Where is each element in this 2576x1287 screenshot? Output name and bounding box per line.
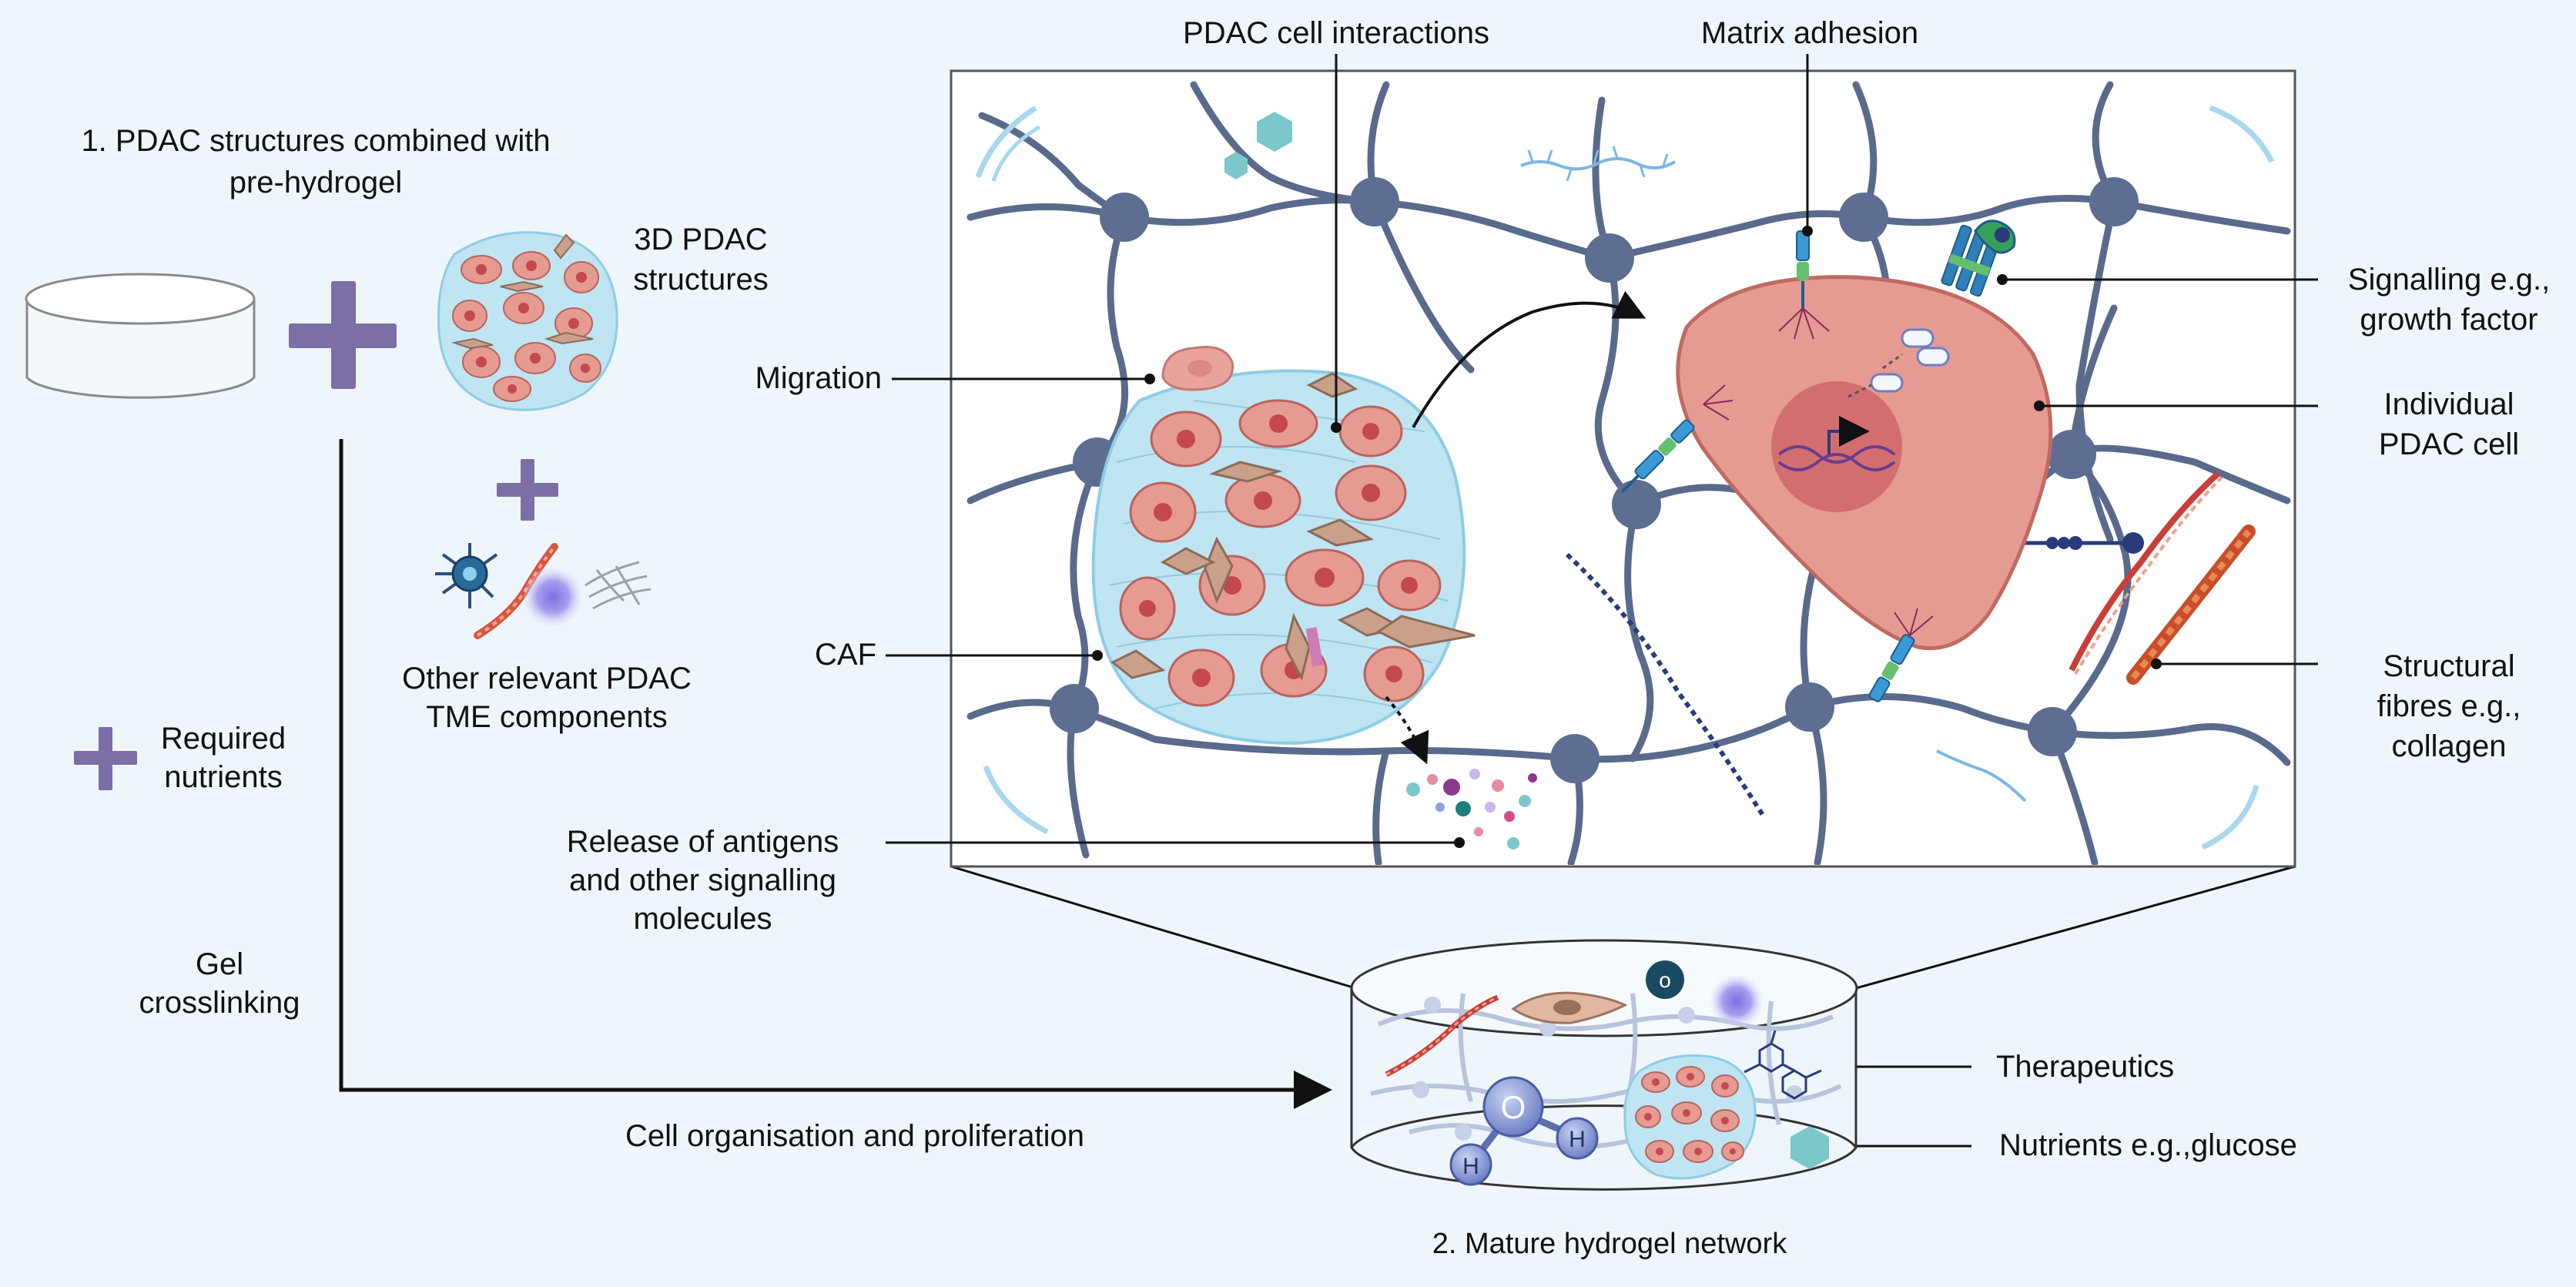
individual-cell-label-line2: PDAC cell (2378, 427, 2520, 461)
dissemination-arrow (1412, 290, 1646, 428)
migration-label: Migration (755, 361, 882, 395)
nutrients-label-line1: Required (160, 722, 286, 756)
organisation-label: Cell organisation and proliferation (625, 1119, 1084, 1153)
step1-title-line2: pre-hydrogel (229, 166, 403, 199)
hydrogel-zoom-panel (950, 69, 2296, 868)
step1-title-line1: 1. PDAC structures combined with (81, 124, 551, 158)
release-label-line1: Release of antigens (566, 825, 839, 859)
signalling-label-line1: Signalling e.g., (2347, 263, 2551, 297)
plus-icon-small (497, 459, 558, 521)
tme-label-line2: TME components (426, 700, 668, 734)
hydrogen-glyph-left: H (1462, 1154, 1479, 1179)
leader-lines (886, 54, 2318, 1148)
gel-label-line1: Gel (195, 947, 244, 981)
individual-pdac-cell (1676, 275, 2053, 651)
matrix-adhesion-label: Matrix adhesion (1700, 16, 1919, 50)
mature-hydrogel-label: 2. Mature hydrogel network (1432, 1228, 1787, 1260)
therapeutics-label: Therapeutics (1996, 1050, 2175, 1084)
plus-icon-large (289, 281, 397, 389)
crosslinking-arrow (339, 439, 1332, 1109)
oxygen-small-glyph: o (1659, 968, 1671, 992)
signalling-label-line2: growth factor (2360, 303, 2538, 337)
nutrients-label-line2: nutrients (164, 760, 283, 794)
fibres-label-line3: collagen (2391, 729, 2507, 763)
fibres-label-line1: Structural (2383, 649, 2515, 683)
migrating-cell (1161, 346, 1234, 391)
integrin-receptors (1620, 220, 2016, 702)
structures-label-line2: structures (633, 263, 769, 297)
pre-hydrogel-dish (25, 273, 256, 399)
hydrogen-glyph-right: H (1569, 1127, 1586, 1152)
individual-cell-label-line1: Individual (2383, 387, 2514, 421)
zoom-line-left (950, 865, 1356, 990)
hexagon-molecules (1224, 112, 1292, 179)
gel-label-line2: crosslinking (139, 986, 300, 1020)
pdac-spheroid-zoom (1091, 369, 1476, 746)
tme-label-line1: Other relevant PDAC (402, 662, 692, 695)
tme-components-icon (435, 543, 652, 639)
oxygen-glyph: O (1501, 1089, 1526, 1125)
zoom-line-right (1855, 865, 2296, 990)
released-molecules (1406, 769, 1537, 850)
mature-hydrogel-cylinder: o O H H (1350, 939, 1858, 1191)
release-label-line3: molecules (633, 902, 772, 936)
release-label-line2: and other signalling (569, 863, 836, 897)
collagen-fibres (2069, 471, 2256, 685)
caf-label: CAF (815, 638, 876, 672)
plus-icon-nutrients (74, 727, 137, 790)
fibres-label-line2: fibres e.g., (2377, 689, 2521, 723)
structures-label-line1: 3D PDAC (634, 223, 768, 256)
pdac-spheroid-icon (437, 231, 618, 411)
pdac-interactions-label: PDAC cell interactions (1183, 16, 1489, 50)
glucose-label: Nutrients e.g.,glucose (1999, 1128, 2297, 1162)
